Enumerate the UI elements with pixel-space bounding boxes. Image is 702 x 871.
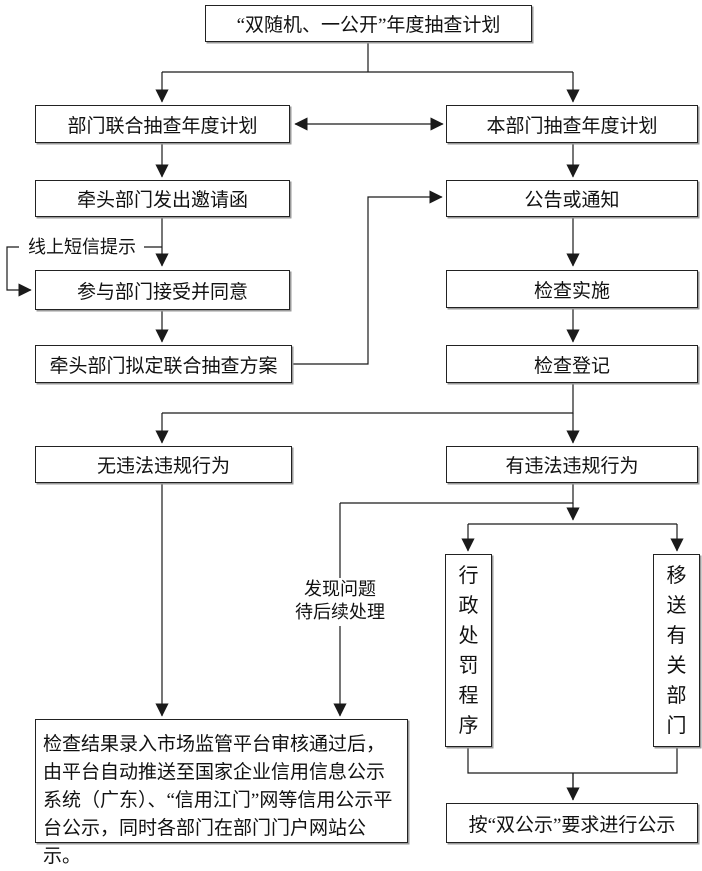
flowchart-canvas: “双随机、一公开”年度抽查计划 部门联合抽查年度计划 本部门抽查年度计划 牵头部…	[6, 5, 700, 867]
connector-violation-branch	[340, 483, 574, 504]
transfer-departments-label: 移送有关部门	[666, 564, 687, 737]
node-draft-plan: 牵头部门拟定联合抽查方案	[35, 345, 292, 383]
node-result-publicity: 检查结果录入市场监管平台审核通过后，由平台自动推送至国家企业信用信息公示系统（广…	[35, 719, 408, 867]
node-invitation: 牵头部门发出邀请函	[35, 180, 290, 217]
connector-draft-to-notice	[292, 190, 443, 365]
followup-label: 发现问题 待后续处理	[288, 578, 392, 626]
node-annual-plan: “双随机、一公开”年度抽查计划	[205, 5, 532, 42]
node-register: 检查登记	[446, 345, 698, 383]
node-implement: 检查实施	[446, 270, 698, 308]
penalty-procedure-label: 行政处罚程序	[458, 564, 479, 737]
node-no-violation: 无违法违规行为	[35, 446, 292, 483]
sms-reminder-label: 线上短信提示	[20, 236, 144, 258]
node-accept: 参与部门接受并同意	[35, 270, 290, 310]
node-own-plan: 本部门抽查年度计划	[446, 105, 698, 143]
flow-connectors	[6, 42, 684, 801]
node-violation: 有违法违规行为	[446, 446, 698, 483]
node-joint-plan: 部门联合抽查年度计划	[35, 105, 290, 143]
connector-sms-loop	[6, 246, 32, 297]
followup-label-line1: 发现问题	[304, 579, 376, 599]
node-penalty-procedure: 行政处罚程序	[445, 554, 492, 747]
node-double-publicity: 按“双公示”要求进行公示	[446, 803, 698, 843]
node-transfer-departments: 移送有关部门	[653, 554, 700, 747]
connector-register-split	[162, 383, 574, 414]
connector-top-split	[162, 42, 573, 73]
node-notice: 公告或通知	[446, 180, 698, 217]
followup-label-line2: 待后续处理	[295, 602, 385, 622]
